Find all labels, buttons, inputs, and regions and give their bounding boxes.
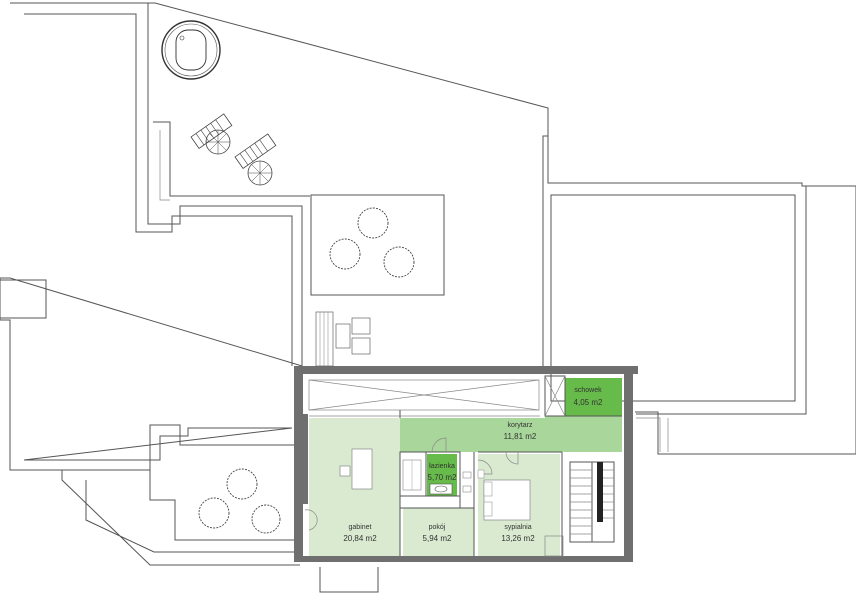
upper-terrace-inner (153, 121, 310, 197)
left-roof-inner (23, 13, 293, 461)
wardrobe (402, 459, 422, 491)
small-left-box (0, 279, 47, 319)
bottom-left-terrace-outline (61, 470, 300, 566)
room-korytarz-fill (400, 416, 622, 452)
label-sypialnia-name: sypialnia (504, 524, 531, 531)
bed-icon (477, 469, 531, 521)
upper-terrace-outline (148, 2, 549, 366)
desk-icon (351, 448, 373, 490)
tree-icon (198, 207, 415, 534)
sun-lounger-icon (190, 113, 277, 169)
label-lazienka-name: łazienka (429, 463, 455, 470)
label-lazienka-area: 5,70 m2 (428, 473, 457, 482)
umbrella-icon (205, 129, 273, 186)
label-pokoj-name: pokój (429, 524, 446, 531)
room-schowek-fill (565, 378, 622, 416)
right-terrace-outline (547, 136, 856, 455)
hot-tub-icon (161, 20, 221, 80)
stairwell-fill (565, 454, 622, 558)
label-sypialnia-area: 13,26 m2 (501, 534, 535, 543)
label-schowek-area: 4,05 m2 (574, 398, 603, 407)
label-korytarz-area: 11,81 m2 (504, 432, 537, 441)
stairs-icon (569, 461, 615, 543)
exterior-walls (294, 366, 638, 562)
left-roof-outline (0, 2, 303, 471)
room-pokoj-fill (403, 508, 474, 558)
planter-box (310, 194, 445, 296)
interior-walls (304, 375, 622, 557)
toilet-icon (462, 471, 472, 493)
garden-bench (315, 311, 371, 367)
sink-icon (429, 483, 453, 495)
right-terrace-inner (550, 194, 796, 402)
bottom-stub (319, 567, 379, 593)
room-labels: schowek 4,05 m2 korytarz 11,81 m2 łazien… (343, 387, 603, 543)
label-pokoj-area: 5,94 m2 (423, 534, 452, 543)
label-gabinet-area: 20,84 m2 (343, 534, 377, 543)
label-korytarz-name: korytarz (508, 422, 533, 429)
label-schowek-name: schowek (574, 387, 602, 394)
label-gabinet-name: gabinet (349, 524, 372, 531)
